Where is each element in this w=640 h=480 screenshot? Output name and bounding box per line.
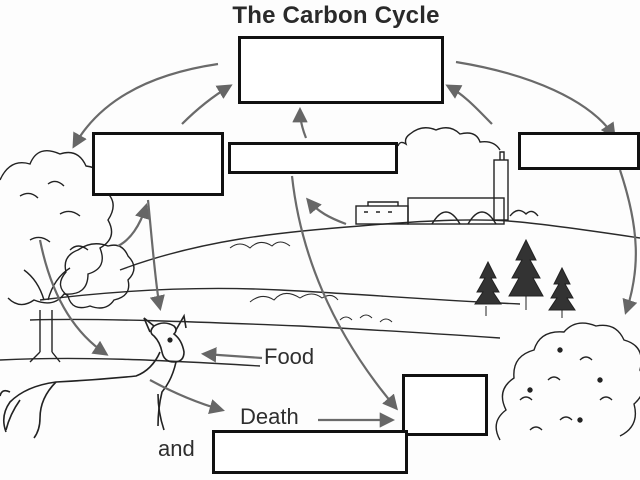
- food-label: Food: [264, 344, 315, 369]
- bush-icon: [495, 322, 640, 441]
- blank-box-right[interactable]: [518, 132, 640, 170]
- and-label: and: [158, 436, 195, 461]
- blank-box-left[interactable]: [92, 132, 224, 196]
- tree-icon: [0, 150, 135, 363]
- blank-box-center[interactable]: [228, 142, 398, 174]
- blank-box-death[interactable]: [402, 374, 488, 436]
- hills-icon: [0, 219, 640, 367]
- factory-icon: [355, 151, 539, 225]
- smoke-icon: [397, 127, 501, 151]
- pine-trees-icon: [474, 238, 576, 318]
- cycle-arrows: [38, 60, 638, 428]
- page-title: The Carbon Cycle: [232, 2, 440, 29]
- blank-box-bottom[interactable]: [212, 430, 408, 474]
- blank-box-atmosphere[interactable]: [238, 36, 444, 104]
- deer-icon: [0, 313, 187, 439]
- death-label: Death: [240, 404, 299, 429]
